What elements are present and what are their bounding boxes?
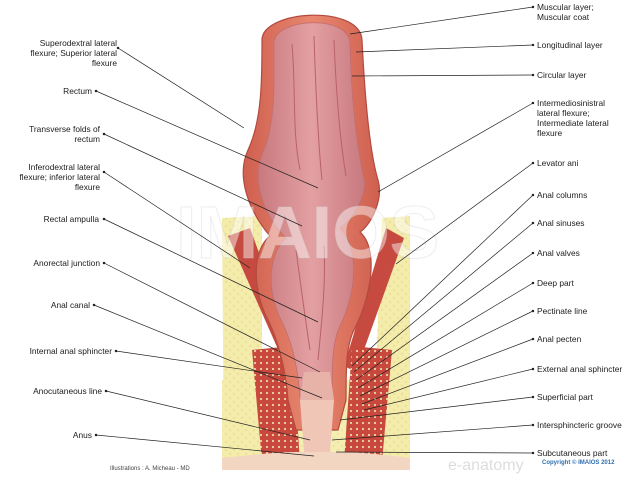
- label-anocutaneous-line: Anocutaneous line: [33, 386, 102, 396]
- leader-line-external-anal-sphincter: [363, 368, 534, 411]
- leader-line-internal-anal-sphincter: [115, 350, 303, 379]
- label-anal-columns: Anal columns: [537, 190, 588, 200]
- leader-line-anal-columns: [351, 194, 534, 367]
- leader-line-inferodextral: [103, 171, 251, 269]
- leader-line-rectal-ampulla: [103, 218, 319, 323]
- watermark-subtext: e-anatomy: [448, 457, 524, 474]
- anal-columns-region: [300, 372, 334, 400]
- label-circular-layer: Circular layer: [537, 70, 587, 80]
- leader-dot-anus: [94, 433, 98, 437]
- label-rectal-ampulla: Rectal ampulla: [43, 214, 99, 224]
- leader-line-anal-sinuses: [353, 222, 534, 373]
- leader-line-anus: [95, 434, 315, 457]
- leader-line-anocutaneous-line: [105, 390, 311, 441]
- label-anus: Anus: [72, 430, 92, 440]
- label-internal-anal-sphincter: Internal anal sphincter: [29, 346, 112, 356]
- label-anal-canal: Anal canal: [50, 300, 90, 310]
- leader-dot-anal-columns: [531, 193, 535, 197]
- leader-dot-superodextral: [116, 46, 120, 50]
- leader-line-levator-ani: [395, 162, 534, 265]
- leader-line-rectum: [95, 90, 319, 189]
- label-rectum: Rectum: [63, 86, 92, 96]
- watermark-text: IMAIOS: [176, 191, 439, 274]
- leader-line-intermediosinistral: [377, 102, 534, 193]
- label-pectinate-line: Pectinate line: [537, 306, 588, 316]
- leader-dot-intermediosinistral: [531, 101, 535, 105]
- leader-dot-superficial-part: [531, 395, 535, 399]
- label-transverse-folds: Transverse folds of rectum: [29, 124, 100, 144]
- leader-dot-deep-part: [531, 281, 535, 285]
- leader-dot-inferodextral: [102, 170, 106, 174]
- leader-line-muscular-layer: [349, 6, 534, 35]
- leader-line-transverse-folds: [103, 133, 303, 227]
- levator-ani-muscle: [344, 228, 404, 372]
- label-anal-pecten: Anal pecten: [537, 334, 582, 344]
- label-deep-part: Deep part: [537, 278, 574, 288]
- label-longitudinal-layer: Longitudinal layer: [537, 40, 603, 50]
- leader-line-anorectal-junction: [103, 262, 321, 373]
- label-external-anal-sphincter: External anal sphincter: [537, 364, 623, 374]
- anal-canal-skin: [300, 400, 334, 452]
- skin-surface: [222, 452, 410, 470]
- leader-dot-levator-ani: [531, 161, 535, 165]
- mucosal-fold: [317, 245, 326, 361]
- leader-dot-anorectal-junction: [102, 261, 106, 265]
- label-superficial-part: Superficial part: [537, 392, 593, 402]
- mucosal-fold: [291, 43, 301, 171]
- leader-dot-internal-anal-sphincter: [114, 349, 118, 353]
- label-subcutaneous-part: Subcutaneous part: [537, 448, 608, 458]
- leader-dot-transverse-folds: [102, 132, 106, 136]
- leader-line-intersphincteric-groove: [331, 424, 534, 441]
- leader-dot-rectal-ampulla: [102, 217, 106, 221]
- leader-dot-anal-pecten: [531, 337, 535, 341]
- label-intermediosinistral: Intermediosinistral lateral flexure; Int…: [537, 98, 609, 138]
- leader-line-anal-valves: [355, 252, 534, 381]
- label-superodextral: Superodextral lateral flexure; Superior …: [30, 38, 117, 68]
- leader-dot-pectinate-line: [531, 309, 535, 313]
- leader-line-superficial-part: [339, 396, 534, 421]
- label-muscular-layer: Muscular layer; Muscular coat: [537, 2, 594, 22]
- mucosal-fold: [333, 39, 347, 177]
- leader-dot-muscular-layer: [531, 5, 535, 9]
- label-anorectal-junction: Anorectal junction: [33, 258, 100, 268]
- leader-dot-anal-canal: [92, 303, 96, 307]
- label-inferodextral: Inferodextral lateral flexure; inferior …: [19, 162, 100, 192]
- mucosal-fold: [313, 35, 323, 181]
- rectum-lumen: [257, 22, 366, 421]
- leader-dot-anal-valves: [531, 251, 535, 255]
- leader-dot-longitudinal-layer: [531, 43, 535, 47]
- leader-dot-external-anal-sphincter: [531, 367, 535, 371]
- leader-dot-anal-sinuses: [531, 221, 535, 225]
- label-levator-ani: Levator ani: [537, 158, 579, 168]
- leader-line-anal-canal: [93, 304, 323, 399]
- leader-dot-circular-layer: [531, 73, 535, 77]
- leader-line-subcutaneous-part: [335, 451, 534, 454]
- leader-dot-rectum: [94, 89, 98, 93]
- label-anal-valves: Anal valves: [537, 248, 580, 258]
- leader-line-deep-part: [357, 282, 534, 389]
- leader-dot-anocutaneous-line: [104, 389, 108, 393]
- leader-line-longitudinal-layer: [355, 44, 534, 53]
- leader-line-pectinate-line: [359, 310, 534, 397]
- leader-line-superodextral: [117, 47, 245, 129]
- label-anal-sinuses: Anal sinuses: [537, 218, 585, 228]
- label-intersphincteric-groove: Intersphincteric groove: [537, 420, 622, 430]
- leader-line-anal-pecten: [361, 338, 534, 405]
- leader-dot-subcutaneous-part: [531, 451, 535, 455]
- mucosal-fold: [295, 249, 311, 351]
- illustrator-credit: Illustrations : A. Micheau - MD: [110, 466, 190, 472]
- leader-line-circular-layer: [351, 74, 534, 77]
- copyright-notice: Copyright © IMAIOS 2012: [542, 460, 615, 466]
- leader-dot-intersphincteric-groove: [531, 423, 535, 427]
